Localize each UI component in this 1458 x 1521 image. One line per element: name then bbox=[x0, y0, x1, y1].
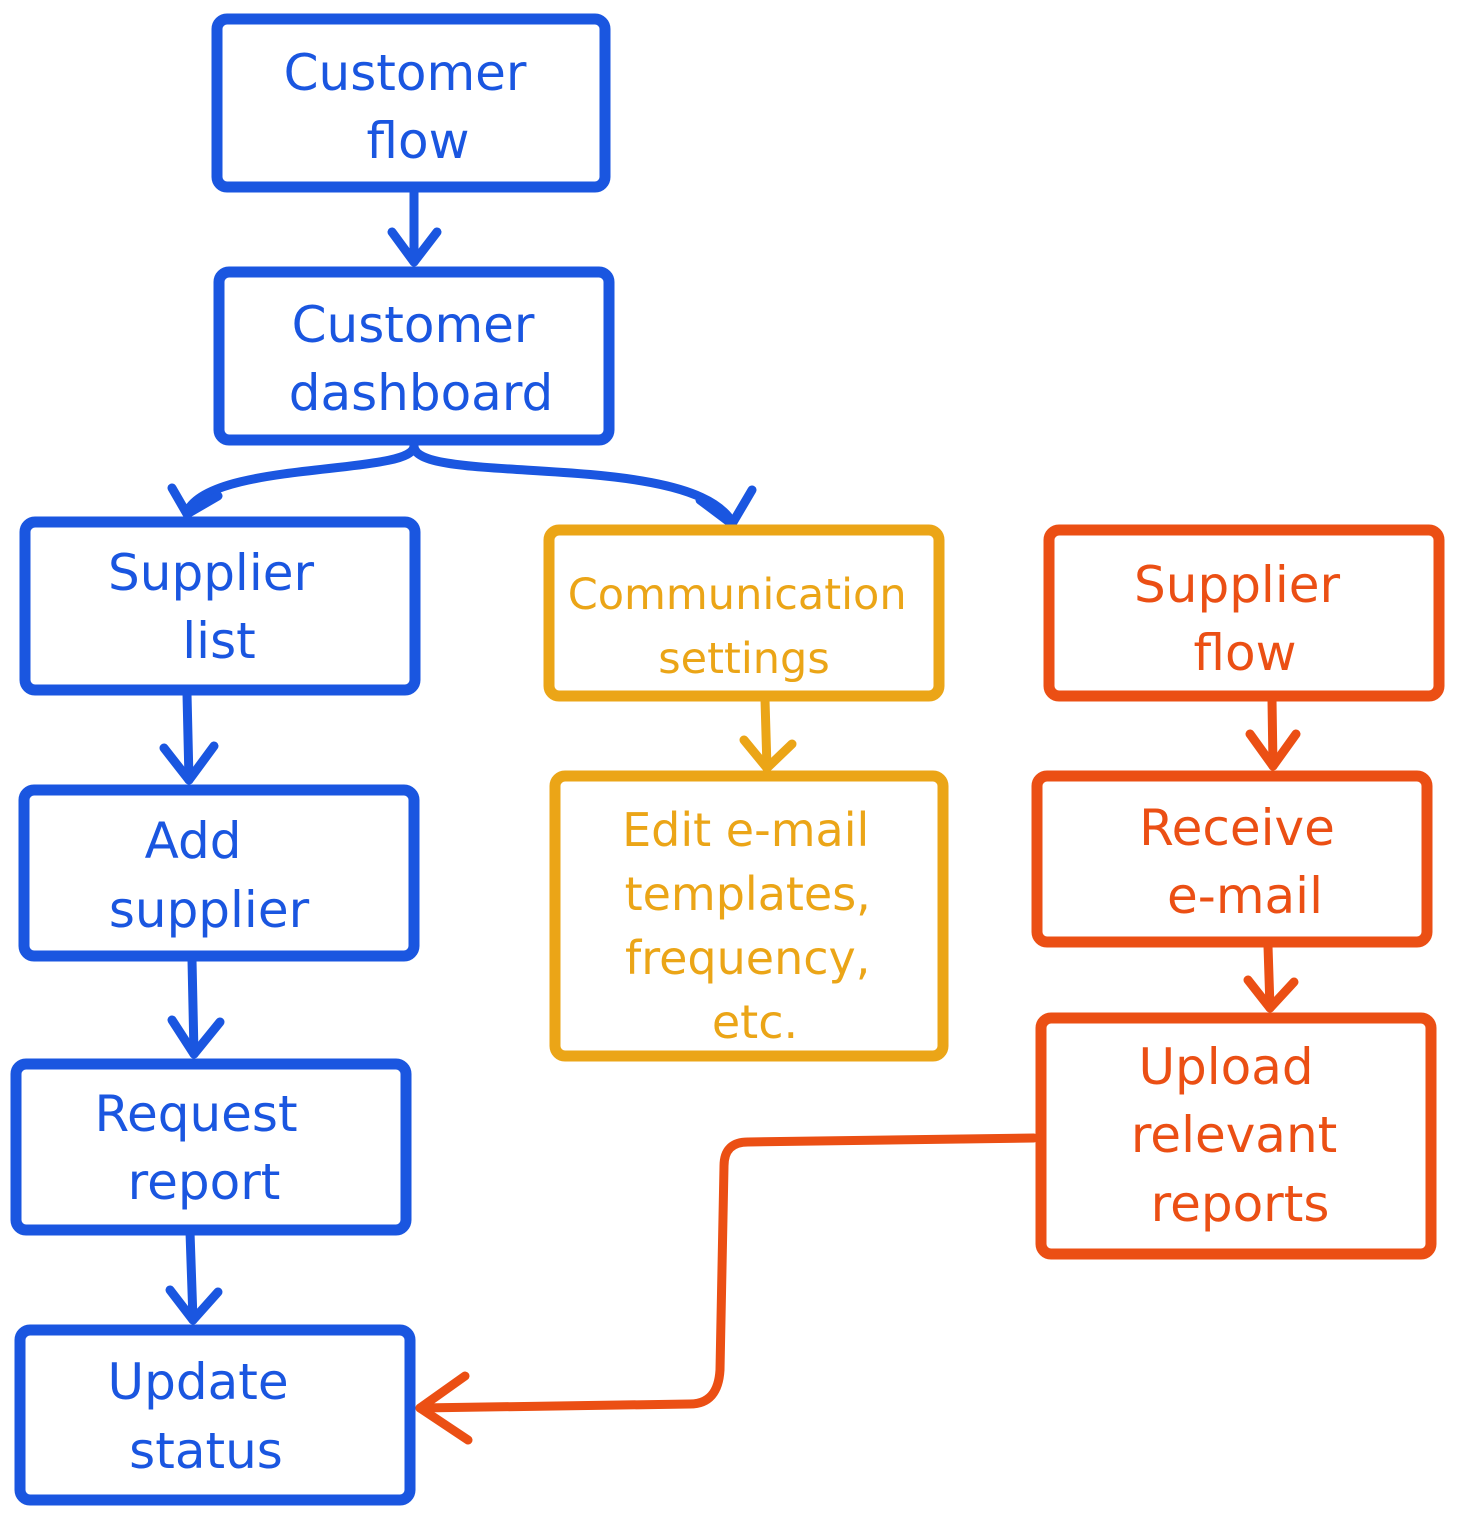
node-label: Add supplier bbox=[109, 812, 310, 939]
arrow-dashboard-to-communication-settings bbox=[409, 441, 757, 529]
arrow-receive-email-to-upload-reports bbox=[1243, 941, 1299, 1013]
node-label: Customer dashboard bbox=[289, 296, 554, 422]
node-customer-dashboard[interactable]: Customer dashboard bbox=[213, 266, 615, 446]
node-receive-email[interactable]: Receive e-mail bbox=[1031, 770, 1433, 948]
node-upload-relevant-reports[interactable]: Upload relevant reports bbox=[1035, 1012, 1437, 1260]
arrow-supplier-list-to-add-supplier bbox=[159, 689, 219, 785]
node-label: Customer flow bbox=[284, 44, 543, 170]
node-supplier-flow[interactable]: Supplier flow bbox=[1043, 524, 1445, 702]
arrow-supplier-flow-to-receive-email bbox=[1245, 695, 1301, 771]
node-label: Edit e-mail templates, frequency, etc. bbox=[622, 803, 885, 1049]
node-label: Supplier flow bbox=[1134, 556, 1356, 682]
node-add-supplier[interactable]: Add supplier bbox=[18, 784, 420, 962]
node-label: Communication settings bbox=[568, 570, 921, 684]
node-label: Upload relevant reports bbox=[1131, 1038, 1353, 1233]
node-label: Supplier list bbox=[108, 544, 330, 670]
arrow-request-report-to-update-status bbox=[165, 1227, 223, 1325]
node-supplier-list[interactable]: Supplier list bbox=[19, 516, 421, 696]
node-edit-email-templates[interactable]: Edit e-mail templates, frequency, etc. bbox=[549, 770, 949, 1062]
arrow-dashboard-to-supplier-list bbox=[167, 441, 419, 519]
node-communication-settings[interactable]: Communication settings bbox=[543, 524, 945, 702]
node-request-report[interactable]: Request report bbox=[10, 1058, 412, 1236]
node-update-status[interactable]: Update status bbox=[14, 1324, 416, 1506]
arrow-upload-reports-to-update-status bbox=[415, 1133, 1039, 1445]
node-customer-flow[interactable]: Customer flow bbox=[211, 13, 611, 193]
connectors bbox=[159, 185, 1301, 1445]
node-label: Request report bbox=[94, 1085, 313, 1211]
node-label: Receive e-mail bbox=[1139, 799, 1351, 925]
arrow-customer-flow-to-dashboard bbox=[387, 185, 442, 267]
arrow-communication-settings-to-edit-templates bbox=[739, 695, 797, 773]
node-label: Update status bbox=[108, 1353, 305, 1480]
arrow-add-supplier-to-request-report bbox=[167, 955, 225, 1059]
